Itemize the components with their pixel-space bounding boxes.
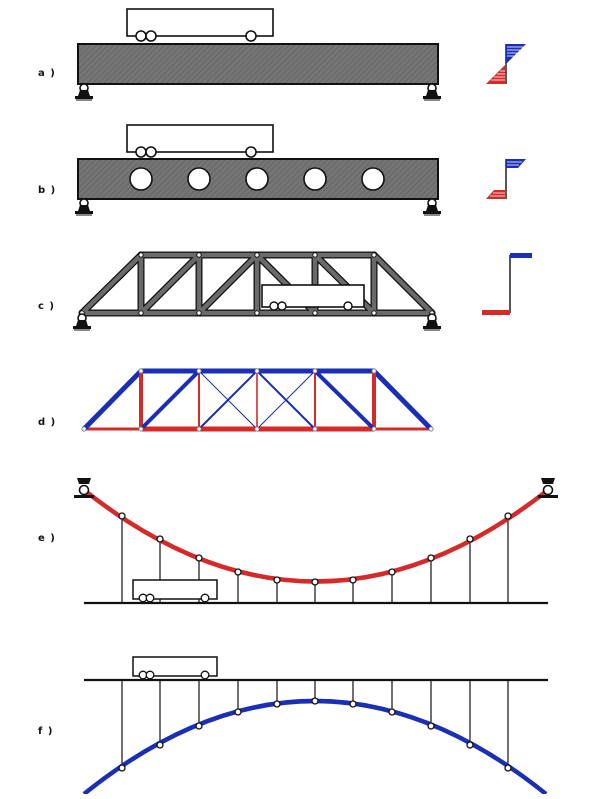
pin-support-icon bbox=[74, 478, 94, 498]
pin-support-icon bbox=[422, 83, 442, 101]
pin-support-icon bbox=[74, 83, 94, 101]
pin-support-icon bbox=[422, 198, 442, 216]
panel-label-f: f ) bbox=[38, 726, 54, 737]
vehicle-icon bbox=[126, 124, 274, 158]
panel-c bbox=[72, 251, 532, 331]
pin-support-icon bbox=[74, 198, 94, 216]
panel-label-a: a ) bbox=[38, 68, 56, 79]
pin-support-icon bbox=[538, 478, 558, 498]
panel-label-c: c ) bbox=[38, 301, 55, 312]
vehicle-icon bbox=[132, 579, 218, 603]
vehicle-icon bbox=[261, 284, 365, 311]
beam-holes bbox=[129, 167, 385, 191]
panel-d bbox=[81, 368, 434, 432]
solid-beam bbox=[77, 43, 439, 85]
vehicle-icon bbox=[126, 8, 274, 42]
stress-diagram-icon bbox=[482, 253, 532, 315]
stress-diagram-icon bbox=[486, 159, 526, 199]
vehicle-icon bbox=[132, 656, 218, 680]
columns bbox=[121, 680, 509, 768]
panel-a bbox=[74, 8, 526, 101]
panel-label-b: b ) bbox=[38, 185, 57, 196]
arch bbox=[82, 698, 548, 796]
panel-b bbox=[74, 124, 526, 216]
stress-diagram-icon bbox=[486, 44, 526, 84]
panel-label-e: e ) bbox=[38, 533, 56, 544]
panel-e bbox=[74, 478, 558, 605]
panel-label-d: d ) bbox=[38, 417, 57, 428]
panel-f bbox=[82, 656, 548, 796]
main-cable bbox=[82, 488, 550, 584]
